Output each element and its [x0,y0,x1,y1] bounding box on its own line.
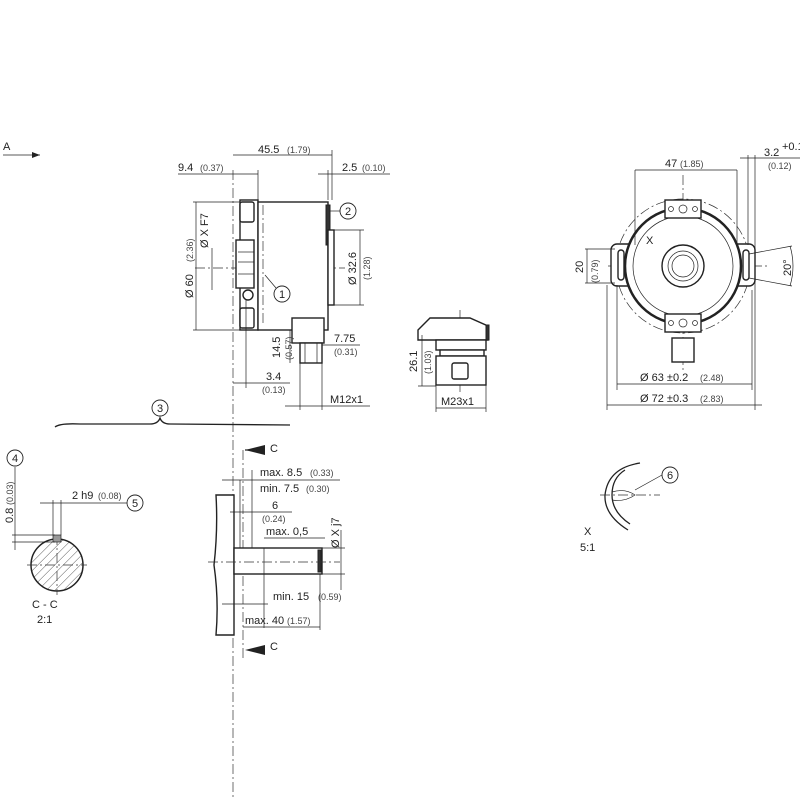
callout-5 [126,494,144,512]
dim-key-h-in: (0.03) [5,481,15,505]
dim-conn-thread: M23x1 [441,396,474,408]
dim-max85-in: (0.33) [310,468,334,478]
dim-min15: min. 15 [273,591,309,603]
dim-dia72-in: (2.83) [700,394,724,404]
dim-dia326: Ø 32.6 [347,252,359,285]
detail-x-mark: X [646,235,654,247]
callout-2-label: 2 [345,206,351,218]
view-arrow-label: A [3,141,11,153]
dim-min75: min. 7.5 [260,483,299,495]
dim-max85: max. 8.5 [260,467,302,479]
dim-conn-height: 26.1 [408,351,420,372]
callout-3-group: 3 [54,399,291,428]
callout-3-label: 3 [157,403,163,415]
section-c-top: C [270,443,278,455]
connector-view: 26.1 (1.03) M23x1 [408,310,490,412]
dim-conn-height-in: (1.03) [423,350,433,374]
dim-dia63: Ø 63 ±0.2 [640,372,688,384]
callout-5-label: 5 [132,498,138,510]
dim-dia60: Ø 60 [184,274,196,298]
front-view: X 47 (1.85) 3.2 +0.1 (0.12) 20 (0.79) 20… [574,141,800,410]
view-arrow-a: A [3,141,40,158]
dim-slot-in: (0.12) [768,161,792,171]
dim-max40: max. 40 [245,615,284,627]
dim-slot-tol: +0.1 [782,141,800,153]
dim-flange-in: (0.37) [200,163,224,173]
section-cc: 4 0.8 (0.03) 2 h9 (0.08) 5 C - C 2:1 [4,449,144,626]
dim-angle: 20° [782,259,794,276]
section-title: C - C [32,599,58,611]
detail-x: 6 X 5:1 [580,462,679,554]
callout-6 [661,466,679,484]
dim-key-w: 2 h9 [72,490,93,502]
callout-1 [273,285,291,303]
dim-rear: 2.5 [342,162,357,174]
dim-width-in: (1.85) [680,159,704,169]
callout-4-label: 4 [12,453,18,465]
dim-clamp-in: (0.13) [262,385,286,395]
callout-1-label: 1 [279,289,285,301]
dim-length-in: (1.79) [287,145,311,155]
detail-scale: 5:1 [580,542,595,554]
callout-4 [6,449,24,467]
dim-slot: 3.2 [764,147,779,159]
dim-conn-off: 7.75 [334,333,355,345]
dim-slot-h-in: (0.79) [590,259,600,283]
dim-dia63-in: (2.48) [700,373,724,383]
dim-conn-h: 14.5 [271,337,283,358]
dim-max40-in: (1.57) [287,616,311,626]
dim-slot-h: 20 [574,261,586,273]
callout-3 [151,399,169,417]
dim-min15-in: (0.59) [318,592,342,602]
dim-dia326-in: (1.28) [362,256,372,280]
side-view: 45.5 (1.79) 9.4 (0.37) 2.5 (0.10) Ø 60 (… [178,144,390,800]
dim-six: 6 [272,500,278,512]
dim-max05: max. 0,5 [266,526,308,538]
dim-width: 47 [665,158,677,170]
dim-dia72: Ø 72 ±0.3 [640,393,688,405]
dim-flange: 9.4 [178,162,193,174]
detail-title: X [584,526,592,538]
dim-bore: Ø X F7 [199,213,211,248]
dim-rear-in: (0.10) [362,163,386,173]
section-c-bottom: C [270,641,278,653]
shaft-view: C C max. 8.5 (0.33) min. 7.5 (0.30) 6 (0… [208,443,345,660]
section-scale: 2:1 [37,614,52,626]
dim-key-h: 0.8 [4,508,16,523]
dim-length: 45.5 [258,144,279,156]
dim-conn-h-in: (0.57) [284,336,294,360]
callout-2 [339,202,357,220]
dim-min75-in: (0.30) [306,484,330,494]
dim-conn-off-in: (0.31) [334,347,358,357]
dim-six-in: (0.24) [262,514,286,524]
callout-6-label: 6 [667,470,673,482]
dim-clamp: 3.4 [266,371,281,383]
dim-shaft-dia: Ø X j7 [330,517,342,548]
dim-key-w-in: (0.08) [98,491,122,501]
dim-thread: M12x1 [330,394,363,406]
dim-dia60-in: (2.36) [185,238,195,262]
